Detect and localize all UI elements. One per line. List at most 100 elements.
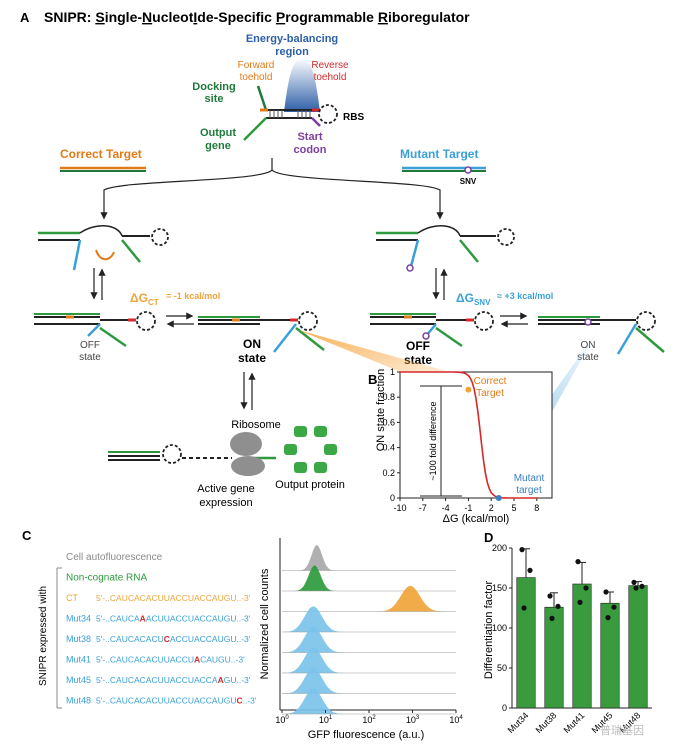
b-x-tick-label: 5: [511, 503, 516, 513]
b-x-tick-label: 2: [489, 503, 494, 513]
mutant-target-point: [495, 495, 502, 501]
docking-site-label-1: Docking: [192, 81, 235, 93]
c-row-name: Mut41: [66, 655, 91, 665]
b-x-tick-label: 8: [534, 503, 539, 513]
panel-a-letter: A: [20, 10, 30, 25]
d-data-point: [549, 615, 555, 622]
panel-b-plot-frame: [399, 371, 553, 499]
reverse-toehold-label-1: Reverse: [311, 60, 349, 71]
docking-site-label-2: site: [205, 93, 224, 105]
start-codon-label-2: codon: [294, 144, 327, 156]
d-data-point: [555, 603, 561, 610]
output-gene-label-2: gene: [205, 140, 231, 152]
energy-region-label-2: region: [275, 46, 309, 58]
dg-snv-symbol: ΔGSNV: [456, 291, 491, 307]
ribosome-large-subunit: [231, 456, 265, 476]
c-x-tick-label: 103: [406, 715, 420, 725]
panel-d: D Differentiation factor 050100150200Mut…: [483, 530, 652, 735]
d-data-point: [633, 585, 639, 591]
d-y-tick-label: 100: [492, 623, 507, 633]
panel-c-letter: C: [22, 528, 32, 543]
panel-c-histograms: [282, 544, 456, 715]
b-x-tick-label: -4: [442, 503, 450, 513]
c-row-sequence: 5'-..CAUCACACUCACCUACCAUGU..-3': [96, 634, 251, 644]
c-row-name: Mut38: [66, 634, 91, 644]
watermark-text: 普瑞基因: [600, 723, 644, 737]
c-histogram: [282, 626, 456, 653]
d-data-point: [577, 599, 583, 606]
dg-ct-value: = -1 kcal/mol: [166, 291, 220, 301]
snv-marker: [464, 166, 472, 174]
panel-a: A SNIPR: Single-NucleotIde-Specific Prog…: [20, 9, 665, 509]
on-complex-correct: [198, 311, 325, 353]
b-y-tick-label: 0.8: [382, 392, 395, 402]
panel-c-side-label: SNIPR expressed with: [38, 586, 49, 686]
output-gene-label-1: Output: [200, 127, 236, 139]
b-x-tick-label: -1: [464, 503, 472, 513]
c-row-name: Mut34: [66, 614, 91, 624]
mutant-target-point-label-2: target: [516, 485, 542, 496]
d-bar: [516, 577, 536, 709]
b-x-tick-label: -7: [419, 503, 427, 513]
panel-b-y-axis-label: ON state fraction: [375, 369, 387, 452]
c-histogram: [282, 667, 456, 694]
off-state-label-1: OFF: [80, 340, 100, 351]
snv-label: SNV: [460, 177, 477, 186]
panel-a-title: SNIPR: Single-NucleotIde-Specific Progra…: [44, 9, 470, 25]
title-part: I: [193, 9, 197, 25]
correct-target-label: Correct Target: [60, 147, 142, 161]
mutant-target-label: Mutant Target: [400, 147, 478, 161]
title-part: ucleot: [152, 9, 194, 25]
start-codon-label-1: Start: [297, 131, 322, 143]
off-state-label-2: state: [79, 352, 101, 363]
d-data-point: [639, 583, 645, 590]
c-row-sequence: 5'-..CAUCAAACUUACCUACCAUGU..-3': [96, 614, 251, 624]
d-bar: [628, 585, 648, 709]
c-histogram: [282, 606, 456, 632]
c-x-tick-label: 100: [275, 715, 289, 725]
c-histogram: [282, 688, 456, 714]
d-y-tick-label: 150: [492, 583, 507, 593]
forward-toehold-label-2: toehold: [240, 72, 273, 83]
title-part: N: [142, 9, 152, 25]
b-y-tick-label: 1: [390, 367, 395, 377]
c-x-tick-label: 102: [362, 715, 376, 725]
d-data-point: [521, 605, 527, 611]
panel-c-x-axis-label: GFP fluorescence (a.u.): [308, 729, 425, 741]
c-row-name: Mut48: [66, 696, 91, 706]
d-data-point: [547, 593, 553, 599]
d-data-point: [583, 585, 589, 591]
c-histogram: [282, 565, 456, 591]
c-histogram: [282, 647, 456, 673]
d-bar: [544, 606, 564, 709]
title-part: iboregulator: [388, 9, 470, 25]
snipr-hairpin-top: [243, 85, 338, 141]
c-row-sequence: 5'-..CAUCACACUUACCUACCAAGU..-3': [96, 675, 251, 685]
correct-target-point: [465, 386, 472, 393]
rbs-label: RBS: [343, 112, 364, 123]
title-part: S: [95, 9, 104, 25]
b-x-tick-label: -10: [393, 503, 406, 513]
c-histogram: [282, 585, 456, 612]
c-row-sequence: 5'-..CAUCACACUUACCUACCAUGU..-3': [96, 593, 251, 603]
d-data-point: [575, 559, 581, 565]
complex-mutant-intermediate: [376, 225, 515, 272]
c-row-name: Non-cognate RNA: [66, 573, 147, 584]
off-complex-correct: [34, 311, 156, 348]
energy-region-gradient: [284, 58, 320, 112]
output-protein-label: Output protein: [275, 479, 345, 491]
panel-d-letter: D: [484, 530, 493, 545]
ribosome-small-subunit: [230, 432, 262, 456]
panel-c-y-axis-label: Normalized cell counts: [259, 568, 271, 679]
b-y-tick-label: 0.6: [382, 417, 395, 427]
c-row-name: Mut45: [66, 675, 91, 685]
forward-toehold-label-1: Forward: [238, 60, 275, 71]
panel-b-x-axis-label: ΔG (kcal/mol): [443, 513, 510, 525]
d-category-label: Mut34: [506, 710, 531, 735]
